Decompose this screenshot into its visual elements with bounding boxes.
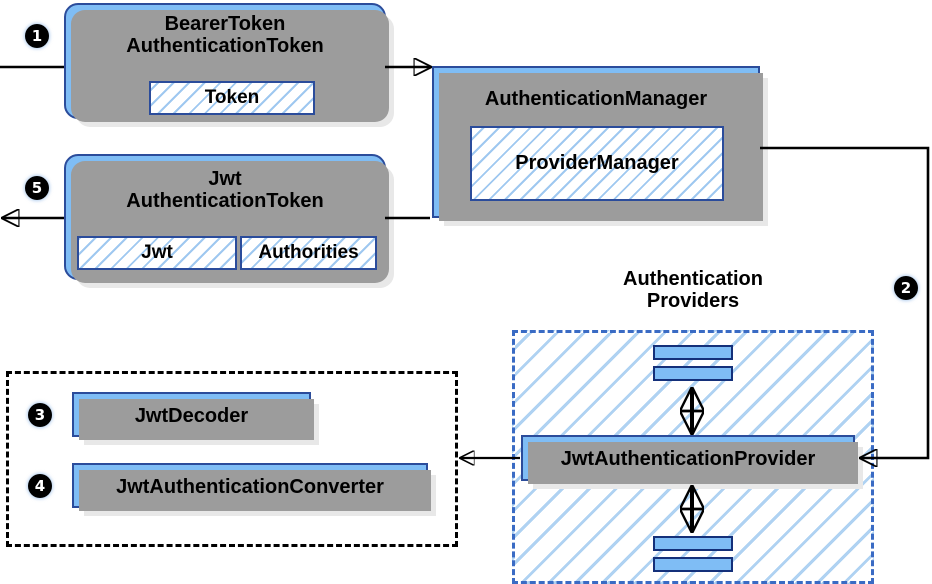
badge-step-2: 2 xyxy=(894,276,918,300)
jwt-authentication-token-node[interactable]: Jwt AuthenticationToken Jwt Authorities xyxy=(64,154,394,288)
providers-heading-line1: Authentication xyxy=(623,268,763,290)
jwt-authentication-provider-label: JwtAuthenticationProvider xyxy=(560,448,816,470)
badge-step-1: 1 xyxy=(25,24,49,48)
jwt-decoder-node[interactable]: JwtDecoder xyxy=(72,392,319,445)
badge-step-3-number: 3 xyxy=(34,406,46,424)
jwt-token-title-line1: Jwt xyxy=(208,168,242,190)
authorities-inner-label: Authorities xyxy=(258,242,359,263)
jwt-inner-box: Jwt xyxy=(77,236,237,270)
authorities-inner-box: Authorities xyxy=(240,236,377,270)
jwt-support-group-container xyxy=(6,371,458,547)
badge-step-3: 3 xyxy=(28,403,52,427)
jwt-authentication-converter-node[interactable]: JwtAuthenticationConverter xyxy=(72,463,436,516)
bearer-token-authentication-token-node[interactable]: BearerToken AuthenticationToken Token xyxy=(64,3,394,127)
jwt-token-title-line2: AuthenticationToken xyxy=(126,190,324,213)
token-inner-label: Token xyxy=(204,87,260,108)
providers-heading-line2: Providers xyxy=(646,290,740,313)
badge-step-5-number: 5 xyxy=(31,179,43,197)
badge-step-2-number: 2 xyxy=(900,279,912,297)
authentication-providers-heading: Authentication Providers xyxy=(512,268,874,313)
bearer-token-title-line1: BearerToken xyxy=(164,13,286,35)
provider-placeholder-bar-4 xyxy=(653,557,733,572)
jwt-authentication-converter-label: JwtAuthenticationConverter xyxy=(116,476,384,498)
badge-step-4: 4 xyxy=(28,474,52,498)
provider-manager-inner-box: ProviderManager xyxy=(470,126,724,201)
token-inner-box: Token xyxy=(149,81,315,115)
provider-placeholder-bar-2 xyxy=(653,366,733,381)
provider-placeholder-bar-1 xyxy=(653,345,733,360)
jwt-authentication-provider-node[interactable]: JwtAuthenticationProvider xyxy=(521,435,863,489)
authentication-manager-node[interactable]: AuthenticationManager ProviderManager xyxy=(432,66,768,226)
provider-placeholder-bar-3 xyxy=(653,536,733,551)
jwt-decoder-label: JwtDecoder xyxy=(134,405,249,427)
badge-step-1-number: 1 xyxy=(31,27,43,45)
bearer-token-title-line2: AuthenticationToken xyxy=(126,35,324,58)
jwt-inner-label: Jwt xyxy=(141,242,173,263)
badge-step-5: 5 xyxy=(25,176,49,200)
bearer-token-node-title: BearerToken AuthenticationToken xyxy=(66,13,384,58)
provider-manager-label: ProviderManager xyxy=(515,152,679,174)
authentication-manager-title: AuthenticationManager xyxy=(484,88,708,110)
jwt-token-node-title: Jwt AuthenticationToken xyxy=(66,168,384,213)
badge-step-4-number: 4 xyxy=(34,477,46,495)
